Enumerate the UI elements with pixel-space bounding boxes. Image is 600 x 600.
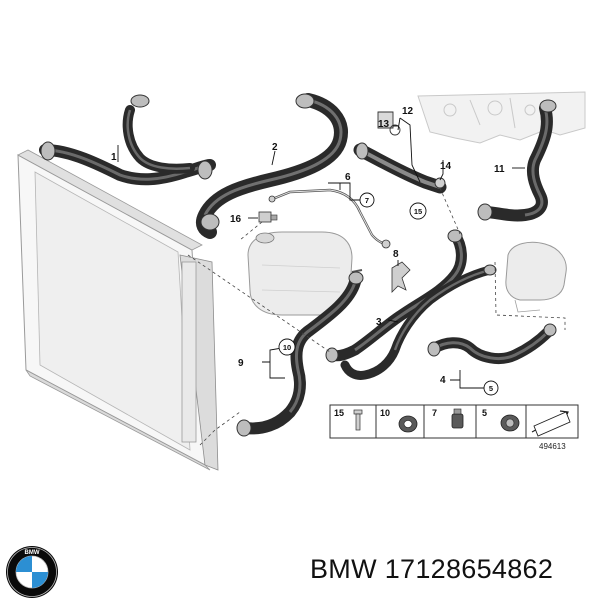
callout-9: 9 <box>238 358 244 369</box>
legend-item-10: 10 <box>380 408 418 433</box>
expansion-tank <box>247 231 363 316</box>
svg-text:15: 15 <box>414 207 422 216</box>
svg-text:10: 10 <box>380 408 390 418</box>
connector-icon <box>451 408 464 429</box>
legend-item-5: 5 <box>482 408 520 432</box>
circled-callout-10: 10 <box>278 338 296 356</box>
bmw-logo: BMW <box>6 546 58 598</box>
hose-2 <box>195 93 348 239</box>
svg-text:7: 7 <box>365 196 369 205</box>
legend-item-7: 7 <box>432 408 464 429</box>
callout-14: 14 <box>440 161 452 172</box>
callout-1: 1 <box>111 152 117 163</box>
reference-number: 494613 <box>539 442 566 451</box>
svg-text:BMW: BMW <box>25 550 40 556</box>
bolt-icon <box>353 409 363 431</box>
svg-text:15: 15 <box>334 408 344 418</box>
callout-2: 2 <box>272 142 278 153</box>
sensor-16 <box>258 211 278 223</box>
callout-16: 16 <box>230 214 242 225</box>
brand-name: BMW <box>310 554 377 584</box>
bracket-8 <box>391 261 411 293</box>
legend-item-15: 15 <box>334 408 363 431</box>
direction-arrow-icon <box>531 410 571 437</box>
circled-callouts: 5 7 10 15 <box>278 192 499 396</box>
callout-8: 8 <box>393 249 399 260</box>
callout-6: 6 <box>345 172 351 183</box>
auxiliary-tank <box>505 241 567 313</box>
svg-text:5: 5 <box>482 408 487 418</box>
svg-text:7: 7 <box>432 408 437 418</box>
circled-callout-7: 7 <box>359 192 375 208</box>
circled-callout-15: 15 <box>409 202 427 220</box>
clip-icon <box>500 414 520 432</box>
hose-clamp-icon <box>398 415 418 433</box>
part-number: 17128654862 <box>384 554 554 584</box>
callout-12: 12 <box>402 106 414 117</box>
callout-11: 11 <box>494 164 505 175</box>
engine-block <box>417 91 586 144</box>
callout-13: 13 <box>378 119 390 130</box>
parts-legend: 15 10 7 5 <box>329 404 579 439</box>
hose-1 <box>39 94 216 186</box>
pipe-6 <box>268 188 391 249</box>
circled-callout-5: 5 <box>483 380 499 396</box>
hose-9 <box>236 271 364 437</box>
callout-labels: 1 2 3 4 6 8 9 11 12 13 14 16 <box>111 106 505 386</box>
svg-text:5: 5 <box>489 384 493 393</box>
callout-3: 3 <box>376 317 382 328</box>
pipe-12 <box>353 111 447 194</box>
leader-lines <box>117 117 525 389</box>
part-caption: BMW 17128654862 <box>310 554 553 585</box>
hose-4 <box>427 323 557 364</box>
hose-3 <box>325 229 497 380</box>
radiator <box>17 149 219 471</box>
dashed-assembly-lines <box>187 187 566 446</box>
hose-11 <box>477 99 557 222</box>
callout-4: 4 <box>440 375 446 386</box>
svg-text:10: 10 <box>283 343 291 352</box>
